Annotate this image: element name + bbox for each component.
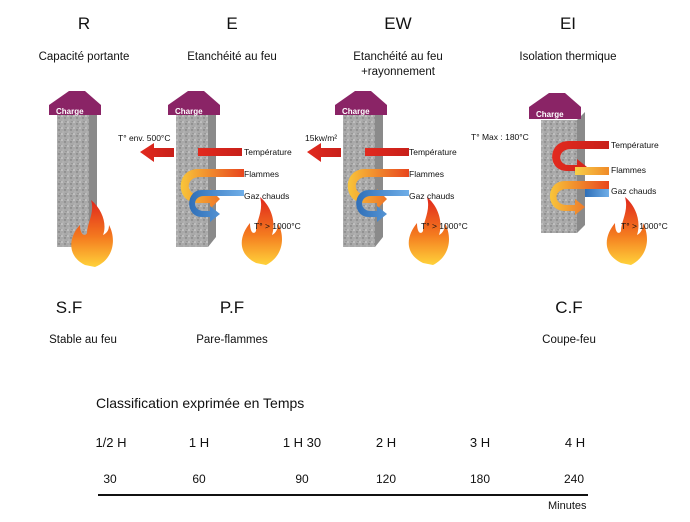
charge-block [168,91,220,115]
wall [176,113,208,247]
panel-e-graphic [140,91,282,265]
gaz-label: Gaz chauds [409,191,455,201]
panel-ei: Charge T° Max : 180°C Température Flamme… [471,85,680,275]
temperature-arrow [552,141,609,175]
flammes-label: Flammes [409,169,444,179]
panel-r: Charge [25,85,200,275]
panel-ew-graphic [307,91,449,265]
col-code-r: R [77,14,91,33]
col-code-e: E [226,14,238,33]
flame-icon [606,197,647,265]
col-sub2-ew: +rayonnement [361,66,435,78]
minute-label: 60 [192,472,206,486]
charge-block [335,91,387,115]
temp-note: T° env. 500°C [118,133,171,143]
temperature-label: Température [611,140,659,150]
panel-ei-graphic [529,93,647,265]
hour-label: 2 H [375,435,397,450]
hour-label: 1 H 30 [282,435,322,450]
charge-block [529,93,581,119]
panel-e: Charge T° env. 500°C Température Flammes… [118,85,315,275]
panel-r-graphic [49,91,113,267]
flammes-label: Flammes [244,169,279,179]
hour-label: 1/2 H [95,435,127,450]
flammes-label: Flammes [611,165,646,175]
timeline-axis [98,494,588,496]
radiation-note: 15kw/m² [305,133,338,143]
radiation-arrow-out [307,143,341,162]
temperature-label: Température [409,147,457,157]
fire-temp-label: T° > 1000°C [254,221,301,231]
col-sub-ew: Etanchéité au feu [353,51,443,63]
heat-arrow-out [140,143,174,162]
fire-temp-label: T° > 1000°C [421,221,468,231]
legacy-label-cf: Coupe-feu [542,334,596,346]
wall [343,113,375,247]
legacy-code-sf: S.F [55,298,83,317]
wall [57,113,89,247]
temperature-arrow [198,148,242,156]
hot-gas-arrow-tail [585,189,609,197]
charge-label: Charge [175,107,203,116]
legacy-code-pf: P.F [219,298,245,317]
minute-label: 120 [375,472,397,486]
hot-gas-arrow [356,190,409,222]
charge-label: Charge [536,110,564,119]
fire-temp-label: T° > 1000°C [621,221,668,231]
legacy-label-pf: Pare-flammes [196,334,268,346]
flame-icon [241,197,282,265]
hot-gas-arrow [189,190,244,222]
wall [541,120,577,233]
minute-label: 240 [563,472,585,486]
flame-icon [408,197,449,265]
gaz-label: Gaz chauds [611,186,657,196]
col-sub-ei: Isolation thermique [519,51,617,63]
legacy-label-sf: Stable au feu [49,334,117,346]
flame-icon [71,200,113,267]
col-sub-e: Etanchéité au feu [187,51,277,63]
minute-label: 90 [295,472,309,486]
hot-gas-arrow [550,181,609,215]
panel-ew: Charge 15kw/m² Température Flammes Gaz c… [305,85,480,275]
flames-arrow [575,167,609,175]
minutes-unit: Minutes [548,500,587,512]
charge-label: Charge [342,107,370,116]
temp-max-note: T° Max : 180°C [471,132,529,142]
hour-label: 1 H [188,435,210,450]
temperature-arrow [365,148,409,156]
gaz-label: Gaz chauds [244,191,290,201]
col-code-ew: EW [384,14,412,33]
charge-label: Charge [56,107,84,116]
minute-label: 30 [103,472,117,486]
col-code-ei: EI [559,14,577,33]
charge-block [49,91,101,115]
hour-label: 3 H [469,435,491,450]
temperature-label: Température [244,147,292,157]
timeline-title: Classification exprimée en Temps [96,395,305,411]
minute-label: 180 [469,472,491,486]
col-sub-r: Capacité portante [38,51,130,63]
hour-label: 4 H [564,435,586,450]
legacy-code-cf: C.F [555,298,583,317]
